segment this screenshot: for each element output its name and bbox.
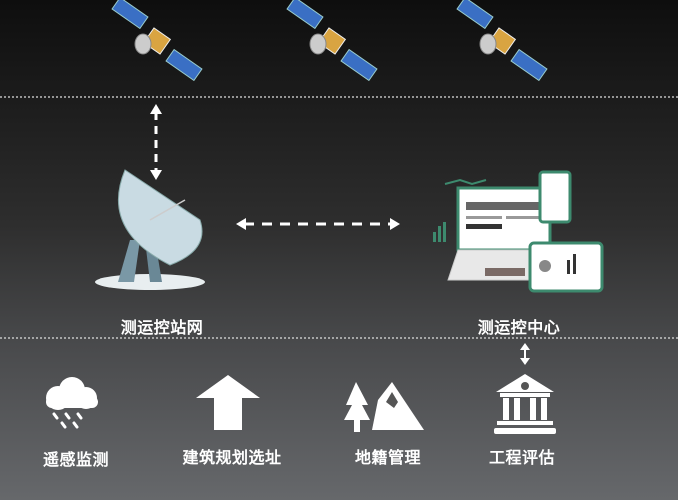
vertical-link-arrow: [150, 104, 162, 180]
bank-building-icon: [494, 374, 556, 434]
ground-station-label: 测运控站网: [120, 318, 204, 337]
laptop-dashboard-icon: [433, 170, 604, 293]
small-link-arrow: [520, 343, 530, 365]
horizontal-link-arrow: [236, 218, 400, 230]
arrow-up-icon: [196, 375, 260, 430]
app-label-cadastral: 地籍管理: [354, 448, 422, 467]
tree-mountain-icon: [344, 382, 424, 432]
cloud-rain-icon: [46, 377, 98, 429]
satellite-icon: [111, 0, 203, 81]
app-label-remote-sensing: 遥感监测: [42, 450, 110, 469]
app-label-engineering: 工程评估: [488, 448, 556, 467]
control-center-label: 测运控中心: [477, 318, 561, 337]
satellite-icon: [456, 0, 548, 81]
app-label-site-selection: 建筑规划选址: [182, 448, 282, 467]
satellite-dish-icon: [95, 169, 205, 290]
satellite-icon: [286, 0, 378, 81]
